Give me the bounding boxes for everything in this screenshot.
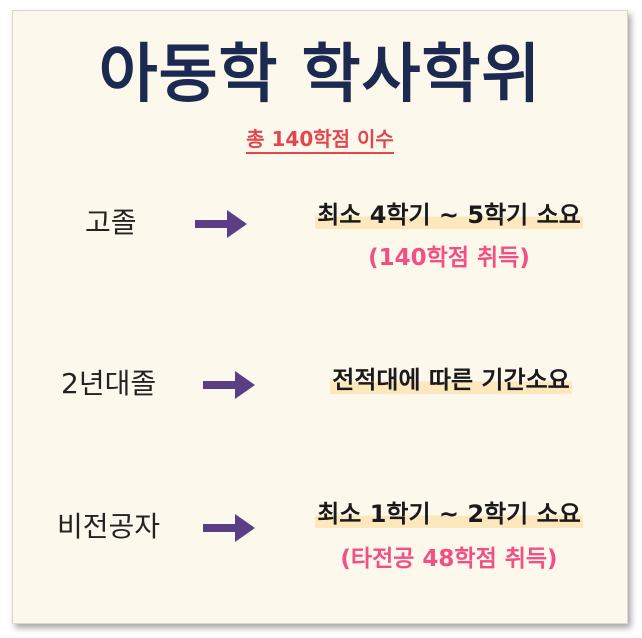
row-label-non-major: 비전공자 <box>57 510 161 543</box>
info-card: 아동학 학사학위 총 140학점 이수 고졸 최소 4학기 ~ 5학기 소요 (… <box>12 10 628 624</box>
row-result-non-major: 최소 1학기 ~ 2학기 소요 <box>279 499 619 529</box>
row-note-high-school: (140학점 취득) <box>368 245 530 271</box>
row-result-college: 전적대에 따른 기간소요 <box>281 365 621 395</box>
arrow-right-icon <box>195 210 247 238</box>
subtitle-text: 총 140학점 이수 <box>246 127 394 154</box>
row-note-non-major: (타전공 48학점 취득) <box>340 546 558 572</box>
page-title: 아동학 학사학위 <box>98 38 542 112</box>
arrow-right-icon <box>203 514 255 542</box>
row-label-college: 2년대졸 <box>61 367 157 400</box>
subtitle: 총 140학점 이수 <box>13 123 627 154</box>
row-result-text: 전적대에 따른 기간소요 <box>330 366 572 394</box>
row-result-text: 최소 1학기 ~ 2학기 소요 <box>315 500 583 528</box>
row-result-text: 최소 4학기 ~ 5학기 소요 <box>315 201 583 229</box>
arrow-right-icon <box>203 371 255 399</box>
row-label-high-school: 고졸 <box>85 206 137 239</box>
row-result-high-school: 최소 4학기 ~ 5학기 소요 <box>279 200 619 230</box>
